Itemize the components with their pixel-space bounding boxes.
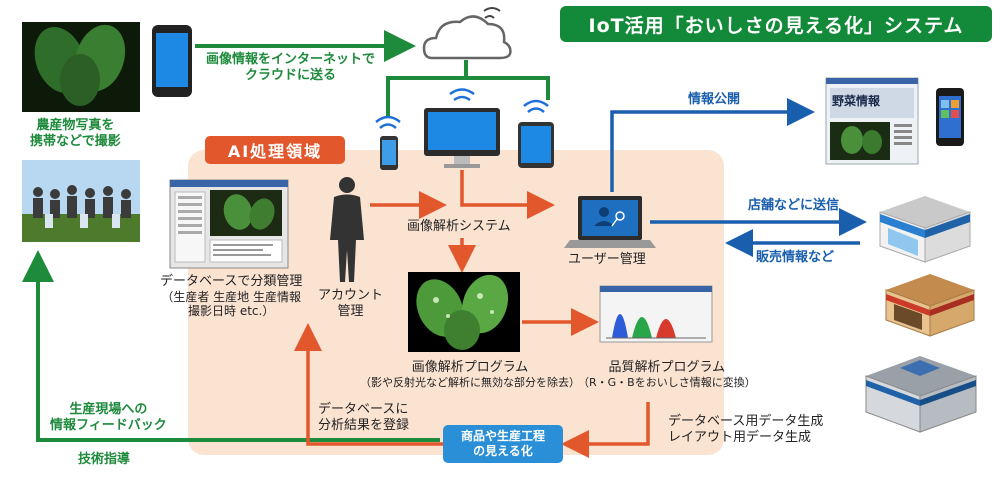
send-stores-label: 店舗などに送信 (748, 198, 840, 213)
smartphone-icon (152, 25, 192, 97)
wifi-icon (523, 99, 549, 113)
visualization-line1: 商品や生産工程 (460, 429, 545, 443)
photo-capture-line1: 農産物写真を (36, 118, 115, 133)
image-analysis-photo (408, 272, 520, 352)
publish-arrow (610, 98, 815, 192)
wifi-icon (449, 88, 475, 102)
wifi-icon (375, 115, 401, 129)
quality-analysis-window (599, 285, 713, 343)
sales-info-label: 販売情報など (756, 250, 835, 265)
user-management-label: ユーザー管理 (568, 252, 646, 267)
image-program-line2: （影や反射光など解析に無効な部分を除去） (360, 375, 580, 389)
data-generation-line1: データベース用データ生成 (668, 414, 824, 429)
image-program-label: 画像解析プログラム （影や反射光など解析に無効な部分を除去） (360, 360, 580, 389)
cloud-icon (422, 7, 512, 60)
web-page-screenshot (825, 77, 919, 165)
quality-program-line1: 品質解析プログラム (608, 360, 726, 375)
upload-label: 画像情報をインターネットで クラウドに送る (206, 52, 375, 83)
small-phone-icon (380, 136, 398, 170)
monitor-icon (424, 108, 500, 168)
upload-label-line2: クラウドに送る (245, 67, 337, 83)
register-results-line1: データベースに (318, 402, 409, 417)
database-label: データベースで分類管理 （生産者 生産地 生産情報 撮影日時 etc.） (160, 274, 302, 318)
database-label-line2: （生産者 生産地 生産情報 (161, 289, 301, 304)
crop-photo (22, 22, 140, 112)
feedback-line1: 生産現場への (69, 402, 148, 417)
info-publish-label: 情報公開 (688, 92, 741, 107)
visualization-line2: の見える化 (473, 444, 533, 458)
store-icon (879, 196, 971, 263)
database-window (169, 179, 289, 269)
upload-label-line1: 画像情報をインターネットで (206, 52, 376, 67)
image-system-label: 画像解析システム (407, 219, 511, 234)
quality-to-visual-arrow (561, 402, 650, 458)
data-generation-line2: レイアウト用データ生成 (668, 429, 812, 445)
register-results-label: データベースに 分析結果を登録 (318, 402, 409, 433)
account-label: アカウント 管理 (318, 288, 383, 319)
account-label-line1: アカウント (318, 288, 384, 303)
account-label-line2: 管理 (337, 303, 364, 319)
photo-capture-label: 農産物写真を 携帯などで撮影 (30, 118, 121, 149)
visualization-badge: 商品や生産工程 の見える化 (443, 425, 563, 463)
store-icon (885, 274, 975, 337)
feedback-label: 生産現場への 情報フィードバック (50, 402, 167, 433)
smartphone-icon (936, 88, 964, 146)
building-icon (865, 356, 977, 433)
database-label-line1: データベースで分類管理 (160, 274, 303, 289)
register-arrow (294, 323, 443, 446)
tablet-icon (518, 122, 554, 168)
feedback-line2: 情報フィードバック (50, 417, 167, 433)
register-results-line2: 分析結果を登録 (318, 417, 410, 433)
quality-program-line2: （R・G・Bをおいしさ情報に変換） (578, 375, 756, 389)
farmers-photo (22, 160, 140, 242)
quality-program-label: 品質解析プログラム （R・G・Bをおいしさ情報に変換） (578, 360, 756, 389)
person-icon (330, 177, 364, 282)
data-generation-label: データベース用データ生成 レイアウト用データ生成 (668, 414, 823, 445)
monitor-to-laptop-arrow (460, 170, 555, 219)
image-program-line1: 画像解析プログラム (411, 360, 529, 375)
vegetable-info-text: 野菜情報 (832, 94, 881, 108)
laptop-icon (564, 196, 656, 248)
tech-guidance-label: 技術指導 (78, 452, 131, 467)
ai-region-badge: AI処理領域 (205, 136, 345, 164)
photo-capture-line2: 携帯などで撮影 (30, 133, 121, 149)
feedback-arrow (22, 250, 440, 442)
title-badge: IoT活用「おいしさの見える化」システム (560, 6, 992, 42)
database-label-line3: 撮影日時 etc.） (188, 303, 275, 318)
